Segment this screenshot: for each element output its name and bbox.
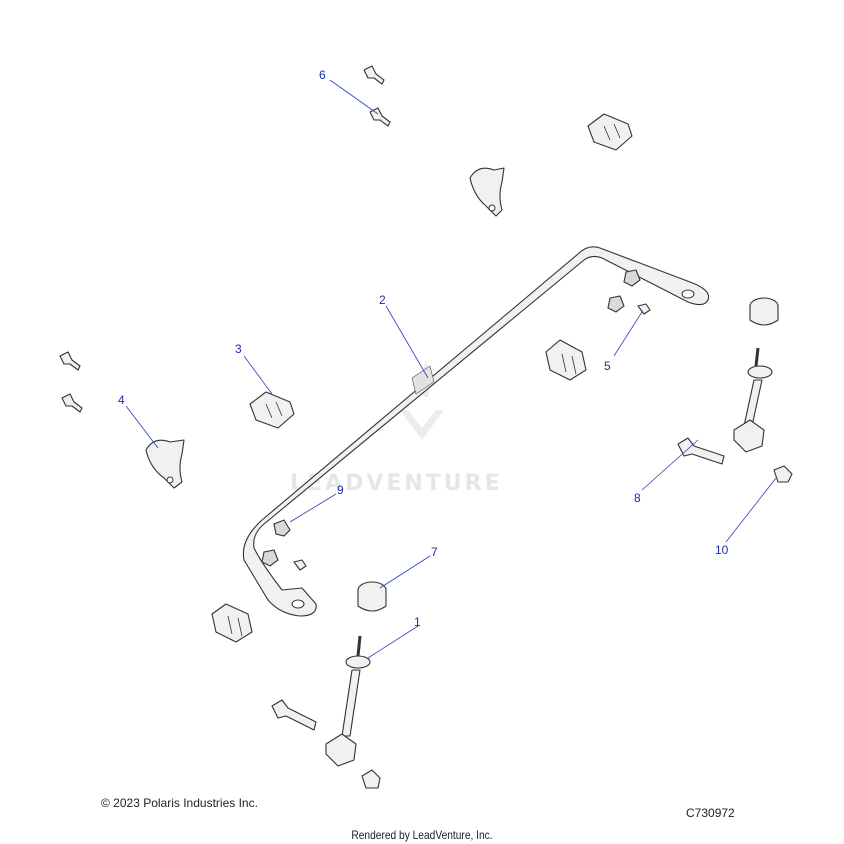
link-rod-right xyxy=(733,347,773,453)
nut-part-10 xyxy=(773,465,793,483)
leader-lines xyxy=(125,79,777,659)
leader-6 xyxy=(329,79,379,115)
nut-part-5 xyxy=(637,303,651,315)
leader-3 xyxy=(243,355,273,395)
callout-1: 1 xyxy=(414,615,421,629)
bushing-lower-left xyxy=(211,603,253,643)
bolt-part-8 xyxy=(677,437,725,465)
leader-7 xyxy=(379,555,431,589)
callout-2: 2 xyxy=(379,293,386,307)
bolt-left-a xyxy=(59,351,81,371)
grommet-lower-left xyxy=(261,549,279,567)
callout-7: 7 xyxy=(431,545,438,559)
nut-bottom xyxy=(361,769,381,789)
drawing-id: C730972 xyxy=(686,806,735,820)
leader-4 xyxy=(125,405,159,449)
bolt-upper-a xyxy=(363,65,385,85)
leader-8 xyxy=(641,439,699,491)
bushing-mid-right xyxy=(545,339,587,381)
stabilizer-bar xyxy=(242,246,710,617)
leader-10 xyxy=(725,477,777,543)
grommet-mid-right xyxy=(607,295,625,313)
bolt-left-b xyxy=(61,393,83,413)
bolt-lower-left xyxy=(271,699,317,731)
callout-10: 10 xyxy=(715,543,729,557)
leader-5 xyxy=(613,311,643,357)
grommet-part-9 xyxy=(273,519,291,537)
callout-5: 5 xyxy=(604,359,611,373)
callout-3: 3 xyxy=(235,342,242,356)
bolt-upper-b xyxy=(369,107,391,127)
callout-6: 6 xyxy=(319,68,326,82)
rendered-by-text: Rendered by LeadVenture, Inc. xyxy=(351,828,493,842)
grommet-upper-right xyxy=(623,269,641,287)
callout-9: 9 xyxy=(337,483,344,497)
callouts: 1 2 3 4 5 6 7 8 9 10 xyxy=(118,68,729,629)
cushion-part-7 xyxy=(357,581,387,612)
callout-8: 8 xyxy=(634,491,641,505)
nut-lower-left xyxy=(293,559,307,571)
watermark-text: LEADVENTURE xyxy=(290,471,503,496)
bracket-clamp-left xyxy=(145,439,185,489)
leader-9 xyxy=(289,493,337,523)
leader-1 xyxy=(367,625,419,659)
bushing-part-3 xyxy=(249,391,295,429)
leader-2 xyxy=(385,305,429,379)
bushing-upper-right xyxy=(587,113,633,151)
link-rod-left xyxy=(325,635,371,767)
copyright-text: © 2023 Polaris Industries Inc. xyxy=(101,796,258,810)
cushion-upper-right xyxy=(749,297,779,326)
callout-4: 4 xyxy=(118,393,125,407)
bracket-clamp-upper xyxy=(469,167,505,217)
